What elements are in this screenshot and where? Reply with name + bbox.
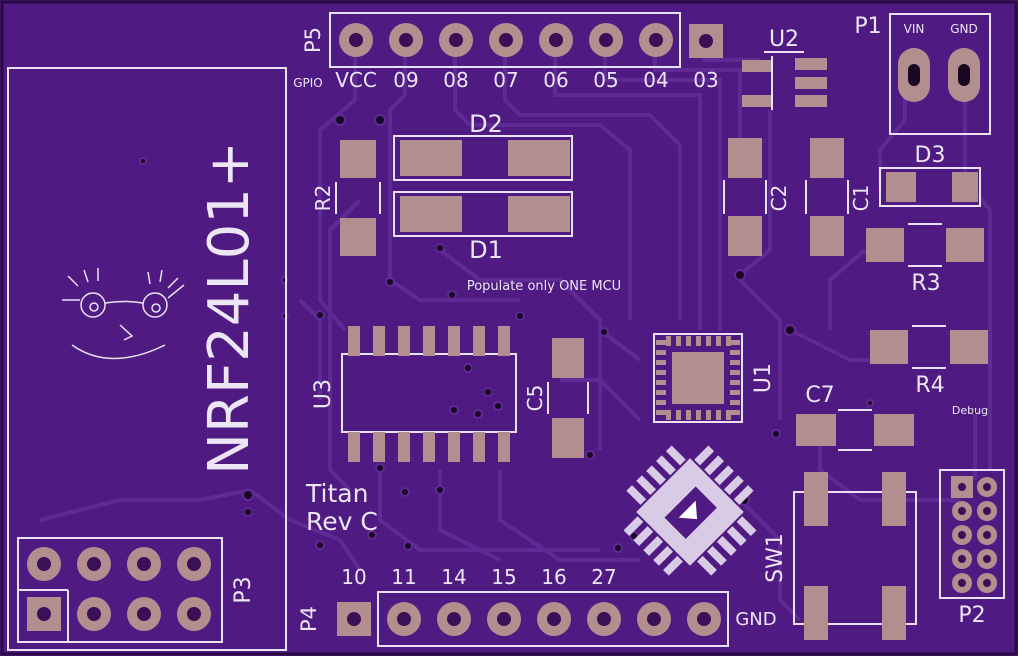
- c2-ref: C2: [767, 185, 791, 212]
- u1-ref: U1: [751, 363, 776, 393]
- p1-vin-label: VIN: [904, 22, 925, 36]
- header-p3: P3: [17, 537, 256, 643]
- capacitor-c7: C7: [796, 383, 914, 451]
- c1-ref: C1: [849, 185, 873, 212]
- p4-label-6: 27: [591, 565, 616, 589]
- r4-ref: R4: [915, 373, 944, 398]
- p2-debug-label: Debug: [952, 404, 988, 417]
- power-header-p1: P1 VIN GND: [854, 13, 991, 135]
- p4-label-1: 10: [341, 565, 366, 589]
- p4-label-5: 16: [541, 565, 566, 589]
- p5-label-3: 08: [443, 68, 468, 92]
- smiley-face-doodle-icon: [62, 268, 185, 360]
- p4-ref: P4: [297, 606, 321, 632]
- p4-gnd-label: GND: [735, 609, 776, 630]
- p5-prefix: GPIO: [293, 76, 323, 90]
- nrf24-module: NRF24L01+: [7, 67, 287, 651]
- p3-ref: P3: [231, 576, 256, 603]
- p5-ref: P5: [301, 27, 325, 53]
- switch-sw1: SW1: [763, 472, 917, 640]
- u3-ref: U3: [311, 379, 336, 409]
- r3-ref: R3: [911, 271, 940, 296]
- diode-d3: D3: [879, 143, 981, 207]
- resistor-r3: R3: [866, 223, 984, 296]
- p5-label-7: 04: [643, 68, 668, 92]
- header-p4: P4 10 11 14 15 16 27 GND: [297, 565, 777, 647]
- p5-label-5: 06: [543, 68, 568, 92]
- u2-ref: U2: [769, 27, 799, 52]
- d3-ref: D3: [915, 143, 946, 168]
- mcu-u3-soic: U3: [311, 326, 517, 462]
- sw1-ref: SW1: [763, 533, 788, 583]
- resistor-r4: R4: [870, 325, 988, 398]
- d1-ref: D1: [469, 236, 503, 264]
- resistor-r2: R2: [311, 140, 381, 256]
- p5-label-2: 09: [393, 68, 418, 92]
- mcu-note: Populate only ONE MCU: [467, 279, 621, 294]
- board-name-line2: Rev C: [306, 507, 378, 536]
- regulator-u2: U2: [742, 27, 827, 110]
- c5-ref: C5: [523, 385, 547, 412]
- p1-gnd-label: GND: [950, 22, 978, 36]
- module-label: NRF24L01+: [197, 141, 262, 475]
- p4-label-3: 14: [441, 565, 466, 589]
- p4-label-4: 15: [491, 565, 516, 589]
- p4-label-2: 11: [391, 565, 416, 589]
- p5-label-8: 03: [693, 68, 718, 92]
- header-p5: P5 GPIO VCC 09 08 07 06 05 04 03: [293, 12, 723, 92]
- p1-ref: P1: [854, 14, 881, 39]
- capacitor-c1: C1: [805, 138, 873, 256]
- capacitor-c2: C2: [723, 138, 791, 256]
- capacitor-c5: C5: [523, 338, 589, 458]
- p2-ref: P2: [958, 603, 985, 628]
- qfn-footprint-icon: [623, 445, 757, 576]
- c7-ref: C7: [805, 383, 834, 408]
- p5-label-4: 07: [493, 68, 518, 92]
- debug-header-p2: Debug P2: [939, 404, 1005, 628]
- p5-label-1: VCC: [335, 68, 377, 92]
- p5-label-6: 05: [593, 68, 618, 92]
- diode-d1: D1: [393, 191, 573, 264]
- mcu-u1-qfn: U1: [653, 333, 776, 423]
- r2-ref: R2: [311, 185, 335, 212]
- d2-ref: D2: [469, 110, 503, 138]
- diode-d2: D2: [393, 110, 573, 181]
- board-name-line1: Titan: [305, 479, 368, 508]
